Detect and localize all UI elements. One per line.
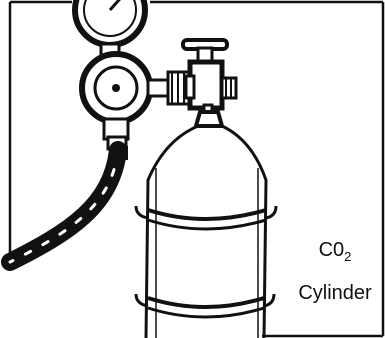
hose-icon	[1, 141, 128, 271]
formula-main: C0	[318, 239, 345, 261]
frame-border	[8, 0, 385, 338]
regulator-icon	[79, 51, 192, 151]
cylinder-label: C02 Cylinder	[293, 232, 377, 311]
formula-label: C02	[293, 232, 377, 275]
upper-strap-icon	[134, 205, 278, 231]
lower-strap-icon	[134, 293, 276, 319]
cylinder-word: Cylinder	[298, 282, 372, 304]
cylinder-valve-icon	[181, 38, 238, 128]
pressure-gauge-icon	[72, 0, 148, 60]
formula-subscript: 2	[344, 249, 352, 264]
